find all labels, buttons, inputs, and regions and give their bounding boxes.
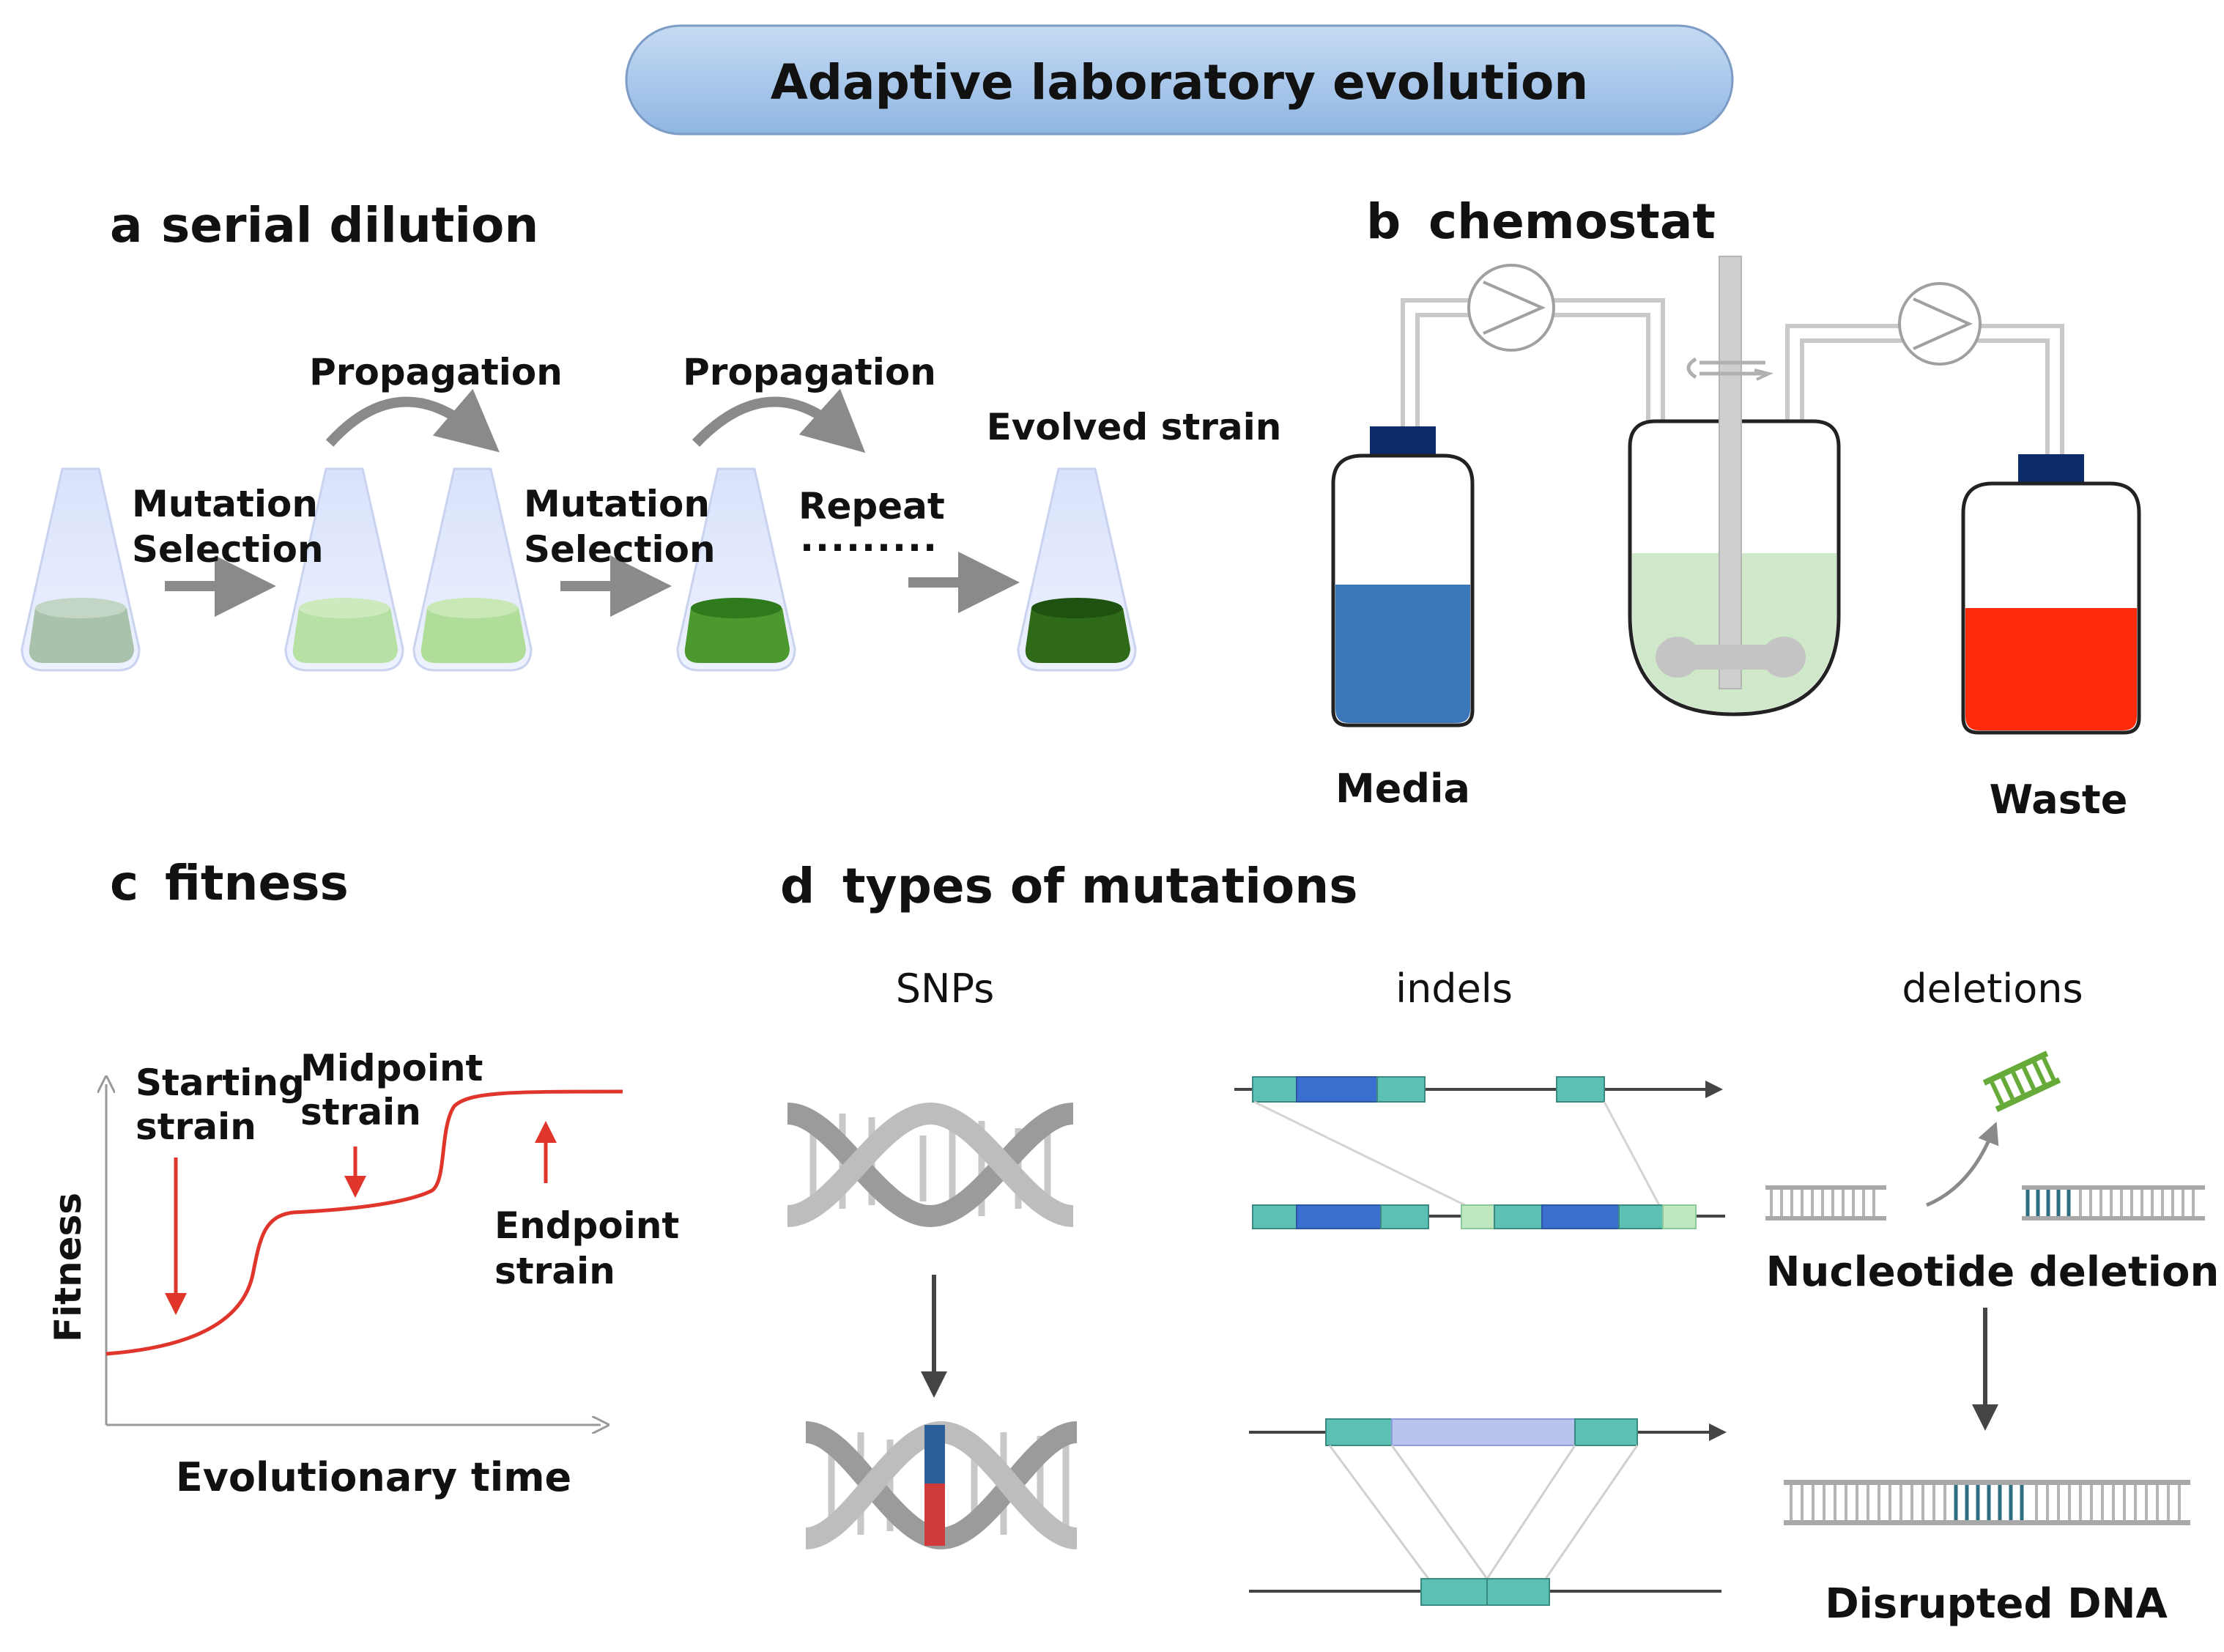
mutation-label-1: Mutation: [132, 483, 318, 525]
panel-a-letter: a: [110, 197, 143, 253]
deletions-label: deletions: [1902, 966, 2083, 1012]
midpoint-strain-label-2: strain: [300, 1091, 421, 1133]
panel-b: b chemostat Media: [1331, 193, 2141, 823]
media-bottle: [1331, 426, 1475, 727]
dna-helix-top: [786, 1102, 1075, 1228]
panel-b-letter: b: [1366, 193, 1401, 250]
x-axis-label: Evolutionary time: [176, 1454, 571, 1500]
media-label: Media: [1335, 766, 1470, 812]
propagation-arrow-1: [325, 388, 500, 453]
dna-ladder-disrupted: [1784, 1480, 2190, 1525]
fitness-curve: [105, 1089, 623, 1356]
repeat-label: Repeat: [798, 485, 945, 527]
snp-mutation-red: [924, 1484, 945, 1546]
waste-label: Waste: [1990, 777, 2128, 823]
dna-ladder-top-left: [1765, 1185, 1886, 1221]
disrupted-dna-label: Disrupted DNA: [1825, 1580, 2168, 1628]
panel-c-letter: c: [110, 855, 138, 911]
repeat-dots: .........: [800, 517, 938, 560]
pump-2: [1898, 282, 1982, 366]
starting-strain-label-1: Starting: [136, 1062, 305, 1104]
indel-diagram-bottom: [1249, 1418, 1727, 1606]
deleted-fragment-icon: [1982, 1051, 2061, 1112]
snp-mutation-blue: [924, 1425, 945, 1484]
selection-label-2: Selection: [524, 528, 716, 571]
panel-b-title: chemostat: [1428, 193, 1716, 250]
dna-ladder-top-right: [2022, 1185, 2205, 1221]
evolved-strain-label: Evolved strain: [987, 406, 1282, 448]
midpoint-strain-label-1: Midpoint: [300, 1047, 483, 1089]
flask-4: [676, 467, 796, 672]
panel-d-title: types of mutations: [842, 858, 1358, 914]
flask-3: [412, 467, 533, 672]
snps-label: SNPs: [896, 966, 994, 1012]
panel-c-title: fitness: [165, 855, 349, 911]
flask-2: [284, 467, 404, 672]
panel-a: a serial dilution: [21, 197, 1282, 672]
flask-start: [21, 467, 141, 672]
panel-d-letter: d: [780, 858, 815, 914]
panel-c: c fitness Fitness Evolutionary time Star…: [47, 855, 679, 1500]
title-banner: Adaptive laboratory evolution: [625, 24, 1734, 136]
panel-a-title: serial dilution: [161, 197, 538, 253]
endpoint-strain-label-2: strain: [494, 1250, 615, 1292]
indel-diagram-top: [1234, 1076, 1725, 1229]
propagation-label-1: Propagation: [309, 351, 563, 393]
propagation-label-2: Propagation: [683, 351, 936, 393]
excision-arrow: [1926, 1122, 1999, 1207]
dna-helix-mutated: [804, 1421, 1078, 1550]
endpoint-strain-label-1: Endpoint: [494, 1204, 679, 1247]
reactor-vessel: [1628, 256, 1841, 716]
figure-title: Adaptive laboratory evolution: [771, 54, 1589, 111]
starting-strain-label-2: strain: [136, 1105, 256, 1148]
selection-label-1: Selection: [132, 528, 324, 571]
propagation-arrow-2: [692, 388, 866, 453]
indels-label: indels: [1395, 966, 1513, 1012]
mutation-label-2: Mutation: [524, 483, 710, 525]
flask-evolved: [1017, 467, 1137, 672]
panel-d: d types of mutations SNPs indels deletio…: [780, 858, 2219, 1628]
waste-bottle: [1961, 454, 2141, 735]
y-axis-label: Fitness: [47, 1193, 89, 1342]
nucleotide-deletion-label: Nucleotide deletion: [1766, 1248, 2220, 1296]
